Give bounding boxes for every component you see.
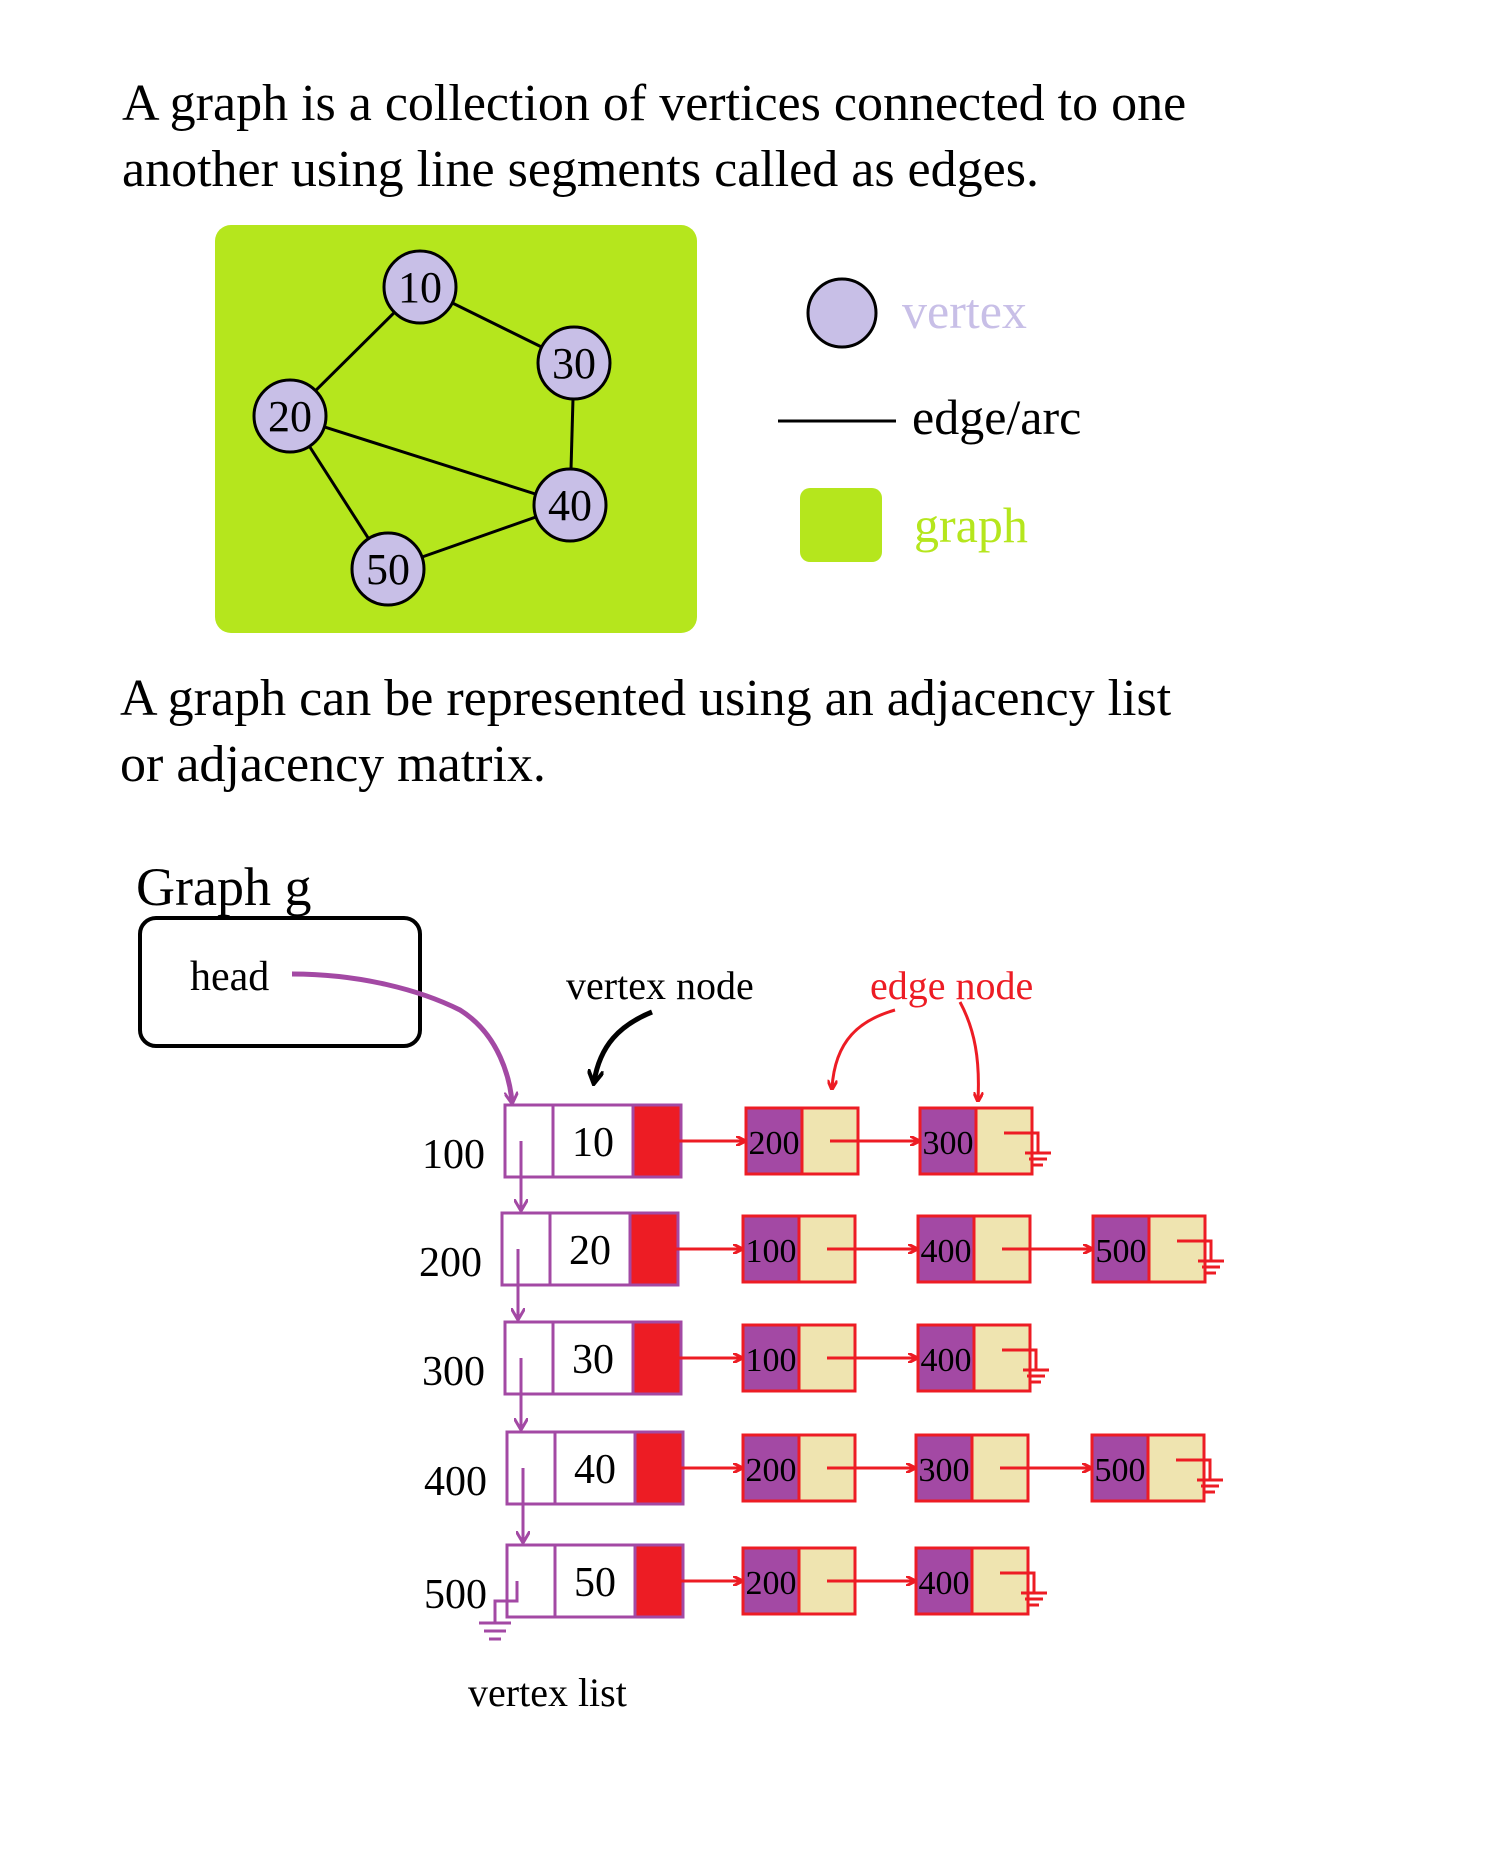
edge-null-wire: [1002, 1348, 1038, 1370]
vertex-address-400: 400: [424, 1459, 487, 1505]
structure-title: Graph g: [136, 857, 311, 917]
edge-node-address: 200: [749, 1125, 800, 1162]
edge-node-address: 500: [1095, 1452, 1146, 1489]
vertex-node-value-field: [551, 1320, 635, 1396]
edge-node-next-field: [970, 1546, 1030, 1616]
edge-node-address: 400: [921, 1342, 972, 1379]
head-box: [138, 916, 422, 1048]
vertex-address-100: 100: [422, 1132, 485, 1178]
representation-line-1: A graph can be represented using an adja…: [120, 670, 1172, 727]
edge-node-address: 400: [919, 1565, 970, 1602]
edge-node-address: 300: [919, 1452, 970, 1489]
legend-vertex-label: vertex: [902, 283, 1027, 339]
intro-line-2: another using line segments called as ed…: [122, 141, 1039, 198]
vertex-30: [536, 325, 612, 401]
legend-graph-label: graph: [914, 497, 1028, 553]
vertex-node-value-field: [548, 1211, 632, 1287]
edge-node-label: edge node: [870, 963, 1033, 1008]
vertex-node-value: 40: [574, 1447, 616, 1493]
edge-node-next-field: [974, 1106, 1034, 1176]
edge-node-pointer-1: [832, 1008, 896, 1088]
edge-node-address: 200: [746, 1565, 797, 1602]
vertex-node-next-field: [500, 1211, 552, 1287]
vertex-node-next-field: [505, 1430, 557, 1506]
edge-null-wire: [1000, 1571, 1036, 1593]
vertex-node-label: vertex node: [566, 963, 754, 1008]
edge-node-next-field: [972, 1323, 1032, 1393]
edge-node-address: 100: [746, 1233, 797, 1270]
vertex-label-30: 30: [552, 339, 596, 388]
vertex-label-20: 20: [268, 392, 312, 441]
edge-node-next-field: [1147, 1214, 1207, 1284]
vertex-node-value: 10: [572, 1120, 614, 1166]
vertex-next-null-wire: [493, 1581, 519, 1623]
edge-null-wire: [1004, 1131, 1040, 1153]
edge-node-vertex-field: [741, 1433, 801, 1503]
vertex-label-10: 10: [398, 263, 442, 312]
adjacency-list: 100 10 200 300 200 20 100 400 500 300 30 100 400 400 4…: [419, 1103, 1224, 1641]
edge-node-address: 400: [921, 1233, 972, 1270]
edge-node-vertex-field: [916, 1214, 976, 1284]
edge-node-vertex-field: [744, 1106, 804, 1176]
vertex-node-value: 50: [574, 1560, 616, 1606]
vertex-20: [252, 378, 328, 454]
edge-node-address: 500: [1096, 1233, 1147, 1270]
vertex-node-pointer: [594, 1009, 653, 1082]
vertex-node-next-field: [503, 1320, 555, 1396]
legend-vertex-icon: [806, 277, 878, 349]
edge-null-wire: [1176, 1458, 1212, 1480]
vertex-50: [350, 531, 426, 607]
vertex-node-next-field: [505, 1543, 557, 1619]
vertex-address-300: 300: [422, 1349, 485, 1395]
head-pointer-arrow: [291, 971, 512, 1102]
representation-line-2: or adjacency matrix.: [120, 736, 546, 793]
vertex-node-value: 30: [572, 1337, 614, 1383]
legend-graph-icon: [800, 488, 882, 562]
vertex-address-500: 500: [424, 1572, 487, 1618]
vertex-address-200: 200: [419, 1240, 482, 1286]
edge-node-vertex-field: [741, 1546, 801, 1616]
graph-edge-v20-v40: [289, 414, 571, 507]
head-label: head: [190, 954, 269, 1000]
vertex-node-value: 20: [569, 1228, 611, 1274]
edge-node-vertex-field: [916, 1323, 976, 1393]
vertex-node-value-field: [551, 1103, 635, 1179]
legend-edge-label: edge/arc: [912, 389, 1081, 445]
intro-line-1: A graph is a collection of vertices conn…: [122, 75, 1186, 132]
edge-node-address: 300: [923, 1125, 974, 1162]
edge-node-next-field: [1146, 1433, 1206, 1503]
vertex-10: [382, 249, 458, 325]
vertex-label-40: 40: [548, 481, 592, 530]
edge-null-wire: [1177, 1239, 1213, 1261]
legend: vertex edge/arc graph: [778, 277, 1081, 562]
edge-node-address: 100: [746, 1342, 797, 1379]
vertex-40: [532, 467, 608, 543]
vertex-node-next-field: [503, 1103, 555, 1179]
edge-node-vertex-field: [914, 1546, 974, 1616]
graph-vertices: 10 30 20 40 50: [252, 249, 612, 607]
edge-node-vertex-field: [914, 1433, 974, 1503]
edge-node-vertex-field: [741, 1214, 801, 1284]
vertex-list-label: vertex list: [468, 1670, 627, 1715]
edge-node-address: 200: [746, 1452, 797, 1489]
vertex-label-50: 50: [366, 545, 410, 594]
edge-node-pointer-2: [958, 1001, 978, 1100]
graph-example: 10 30 20 40 50: [215, 225, 697, 633]
